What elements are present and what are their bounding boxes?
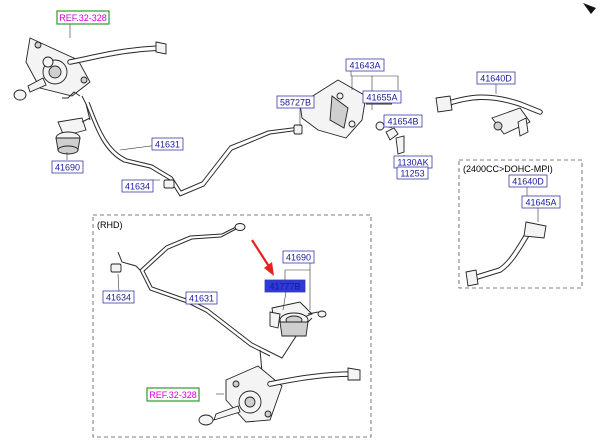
part-label-11253[interactable]: 11253 <box>396 166 429 180</box>
svg-text:41634: 41634 <box>125 182 150 192</box>
svg-text:41643A: 41643A <box>349 61 380 71</box>
corner-mark-icon <box>583 3 596 14</box>
part-label-41634-top[interactable]: 41634 <box>121 179 154 193</box>
svg-text:41634: 41634 <box>106 293 131 303</box>
part-label-41690-rhd[interactable]: 41690 <box>282 250 315 264</box>
part-label-41634-rhd[interactable]: 41634 <box>102 290 135 304</box>
variant-frame <box>458 159 583 289</box>
release-cylinder-rhd <box>269 301 327 337</box>
release-cylinder-top <box>55 117 91 155</box>
part-label-41777B-highlighted[interactable]: 41777B <box>264 279 306 293</box>
part-label-1130AK[interactable]: 1130AK <box>393 155 433 169</box>
pointer-arrow-icon <box>251 239 274 276</box>
part-label-41643A[interactable]: 41643A <box>345 58 385 72</box>
svg-text:41654B: 41654B <box>387 117 418 127</box>
part-label-58727B[interactable]: 58727B <box>276 95 315 109</box>
svg-text:41631: 41631 <box>155 140 180 150</box>
svg-text:REF.32-328: REF.32-328 <box>149 390 197 400</box>
rhd-frame <box>92 214 372 438</box>
clutch-master-cylinder-rhd <box>198 365 283 426</box>
svg-text:41640D: 41640D <box>480 74 512 84</box>
part-label-41631-top[interactable]: 41631 <box>151 137 184 151</box>
svg-text:41690: 41690 <box>286 253 311 263</box>
svg-text:41631: 41631 <box>189 294 214 304</box>
part-label-41655A[interactable]: 41655A <box>362 90 402 104</box>
svg-text:41777B: 41777B <box>269 282 300 292</box>
part-label-41690-top[interactable]: 41690 <box>51 160 84 174</box>
part-label-41640D-top[interactable]: 41640D <box>476 71 516 85</box>
svg-text:11253: 11253 <box>400 169 424 179</box>
part-label-41654B[interactable]: 41654B <box>383 114 423 128</box>
svg-text:58727B: 58727B <box>280 98 311 108</box>
svg-text:REF.32-328: REF.32-328 <box>59 13 107 23</box>
ref-label-bottom[interactable]: REF.32-328 <box>146 387 200 402</box>
svg-text:1130AK: 1130AK <box>397 158 428 168</box>
pipe-bracket <box>299 79 367 139</box>
part-label-41640D-variant[interactable]: 41640D <box>508 174 548 188</box>
part-label-41631-rhd[interactable]: 41631 <box>185 291 218 305</box>
svg-text:41640D: 41640D <box>512 177 544 187</box>
rhd-note: (RHD) <box>97 220 123 230</box>
svg-text:41655A: 41655A <box>366 93 397 103</box>
svg-text:41690: 41690 <box>55 163 80 173</box>
svg-text:41645A: 41645A <box>525 198 556 208</box>
clutch-master-cylinder-top <box>13 37 91 101</box>
variant-note: (2400CC>DOHC-MPI) <box>463 164 553 174</box>
ref-label-top[interactable]: REF.32-328 <box>56 10 110 25</box>
part-label-41645A[interactable]: 41645A <box>521 195 561 209</box>
